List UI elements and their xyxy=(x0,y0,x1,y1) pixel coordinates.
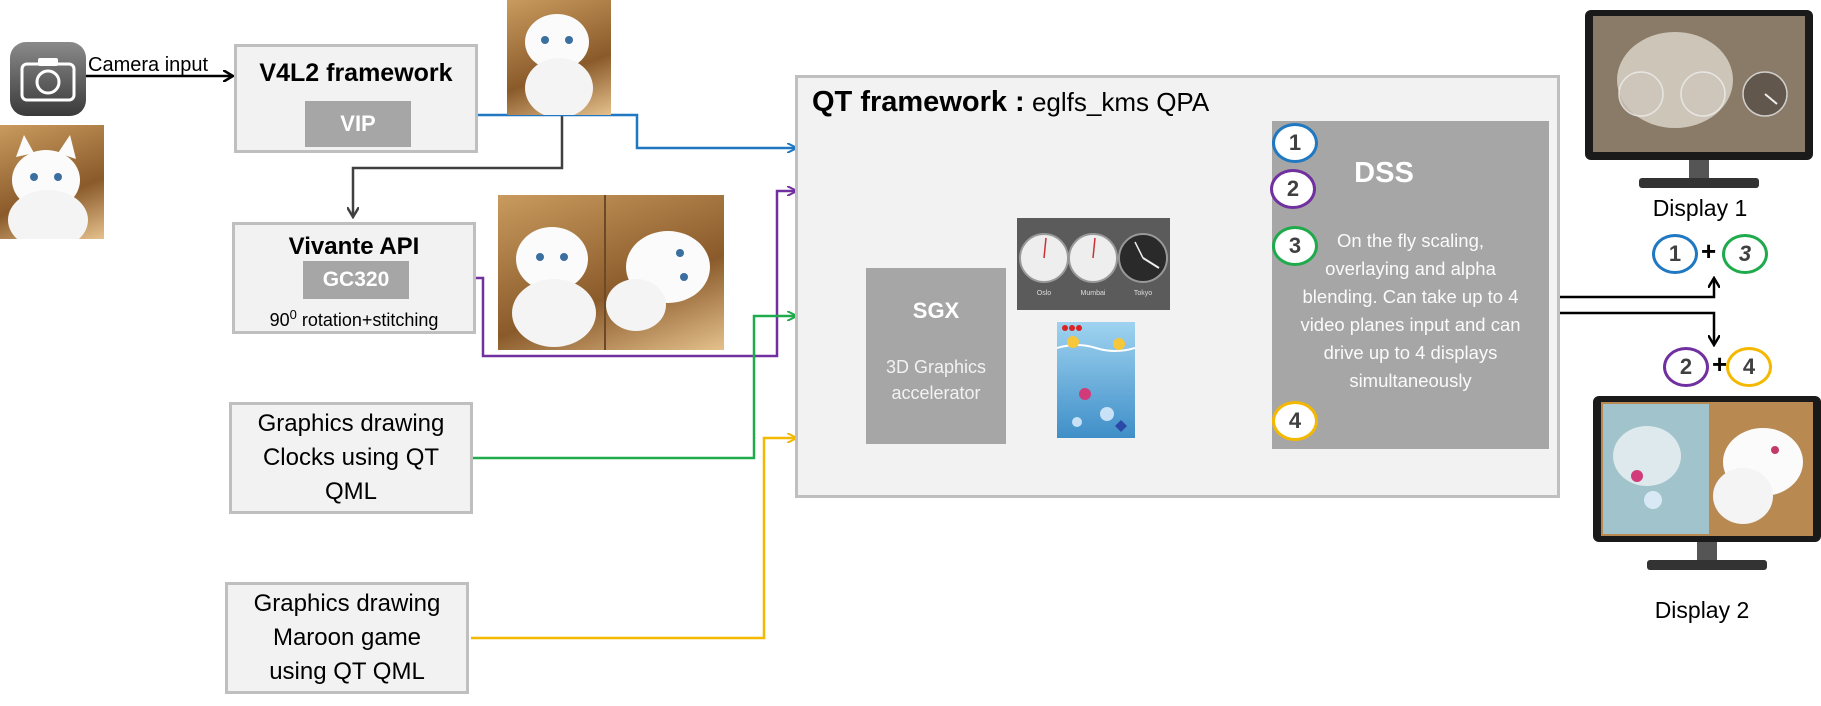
clocks-line-1: Graphics drawing xyxy=(257,410,445,437)
maroon-line-2: Maroon game xyxy=(272,624,422,651)
vivante-api-box: Vivante API GC320 900 rotation+stitching xyxy=(232,222,476,334)
clock-label-mumbai: Mumbai xyxy=(1080,290,1106,297)
clocks-line-2: Clocks using QT xyxy=(262,444,440,471)
vip-block: VIP xyxy=(305,101,411,147)
display-1-monitor xyxy=(1585,10,1813,196)
display-2-plus: + xyxy=(1712,349,1728,379)
v4l2-to-vivante-arrow xyxy=(353,115,564,216)
qt-title: QT framework : eglfs_kms QPA xyxy=(812,86,1210,118)
dss-to-display1-arrow xyxy=(1556,279,1714,299)
plane-1-badge: 1 xyxy=(1272,123,1318,163)
yellow-wire-solid xyxy=(471,438,795,640)
vivante-caption: 900 rotation+stitching xyxy=(269,307,439,330)
clocks-line-3: QML xyxy=(324,478,377,505)
gc320-block: GC320 xyxy=(303,261,409,299)
display-2-monitor xyxy=(1593,396,1821,582)
dss-block: DSS On the fly scaling, overlaying and a… xyxy=(1272,121,1549,449)
monitor-icon xyxy=(1585,10,1813,188)
dss-desc: On the fly scaling, overlaying and alpha… xyxy=(1300,230,1521,391)
maroon-line-1: Graphics drawing xyxy=(253,590,441,617)
v4l2-title: V4L2 framework xyxy=(259,59,453,87)
sgx-block: SGX 3D Graphics accelerator xyxy=(866,268,1006,444)
clock-label-oslo: Oslo xyxy=(1036,290,1052,297)
kitten-photo xyxy=(0,125,104,239)
dss-to-display2-arrow xyxy=(1556,311,1714,344)
display-1-combo-a: 1 xyxy=(1652,234,1698,274)
plane-3-badge: 3 xyxy=(1272,226,1318,266)
dss-title: DSS xyxy=(1354,157,1414,189)
v4l2-framework-box: V4L2 framework VIP xyxy=(234,44,478,153)
display-2-combo-a: 2 xyxy=(1663,347,1709,387)
maroon-qml-box: Graphics drawing Maroon game using QT QM… xyxy=(225,582,469,694)
display-2-combo-b: 4 xyxy=(1726,347,1772,387)
display-2-label: Display 2 xyxy=(1654,597,1750,623)
purple-wire-solid xyxy=(474,191,795,358)
display-1-label: Display 1 xyxy=(1652,195,1748,221)
blue-wire-solid xyxy=(476,113,795,148)
kitten-photo xyxy=(507,0,611,115)
monitor-icon xyxy=(1593,396,1821,570)
clock-widget: Oslo Mumbai Tokyo xyxy=(1017,218,1170,310)
clock-label-tokyo: Tokyo xyxy=(1133,290,1153,297)
plane-4-badge: 4 xyxy=(1272,401,1318,441)
sgx-desc: 3D Graphics accelerator xyxy=(885,357,987,403)
maroon-game-thumbnail xyxy=(1056,322,1136,438)
camera-input-label: Camera input xyxy=(88,54,209,76)
display-1-plus: + xyxy=(1701,236,1717,266)
sgx-title: SGX xyxy=(912,298,960,323)
plane-2-badge: 2 xyxy=(1270,169,1316,209)
stitched-kitten-photo xyxy=(498,195,724,350)
camera-icon xyxy=(10,42,86,116)
maroon-line-3: using QT QML xyxy=(269,658,425,685)
clocks-qml-box: Graphics drawing Clocks using QT QML xyxy=(229,402,473,514)
green-wire-solid xyxy=(472,316,795,460)
display-1-combo-b: 3 xyxy=(1722,234,1768,274)
vivante-title: Vivante API xyxy=(288,233,420,260)
